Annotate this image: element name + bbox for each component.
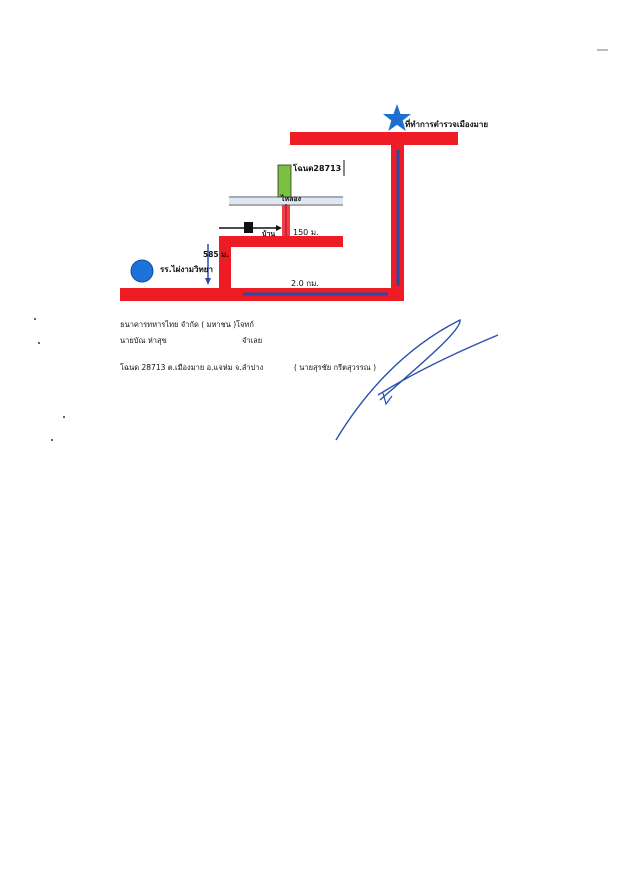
police-star-icon	[383, 104, 411, 131]
distance-arrow-585-head	[205, 278, 211, 285]
road-middle-horizontal	[219, 236, 343, 247]
surveyor-name: ( นายสุรชัย กรีตสุวรรณ )	[294, 363, 377, 372]
signature-stroke-1	[335, 318, 461, 441]
speck	[38, 342, 40, 344]
property-description: โฉนด 28713 ต.เมืองมาย อ.แจห่ม จ.ลำปาง	[120, 363, 264, 372]
house-arrow-head	[276, 225, 282, 231]
road-top	[290, 132, 458, 145]
speck	[51, 439, 53, 441]
label-distance-2km: 2.0 กม.	[291, 279, 319, 288]
signature-stroke-3	[382, 392, 393, 406]
plot-parcel	[277, 164, 292, 198]
label-distance-150: 150 ม.	[293, 228, 319, 237]
speck	[63, 416, 65, 418]
label-distance-585: 585 ม.	[203, 250, 230, 259]
speck	[34, 318, 36, 320]
lender-role: โจทก์	[236, 320, 254, 329]
lane-to-plot	[282, 205, 290, 236]
lender-name: ธนาคารทหารไทย จำกัด ( มหาชน )	[120, 320, 237, 329]
label-deed-number: โฉนด28713	[293, 164, 342, 173]
road-middle-vertical	[219, 236, 231, 300]
debtor-role: จำเลย	[242, 336, 263, 345]
label-school: รร.ไผ่งามวิทยา	[160, 265, 213, 274]
label-canal: ไหลอง	[281, 195, 302, 203]
signature-stroke-2	[377, 334, 499, 396]
debtor-name: นายบัณ ห่าสุข	[120, 336, 167, 345]
label-house: บ้าน	[262, 230, 276, 238]
school-marker	[130, 259, 154, 283]
label-police-station: ที่ทำการตำรวจเมืองมาย	[405, 120, 489, 129]
canal-fill	[229, 198, 343, 204]
